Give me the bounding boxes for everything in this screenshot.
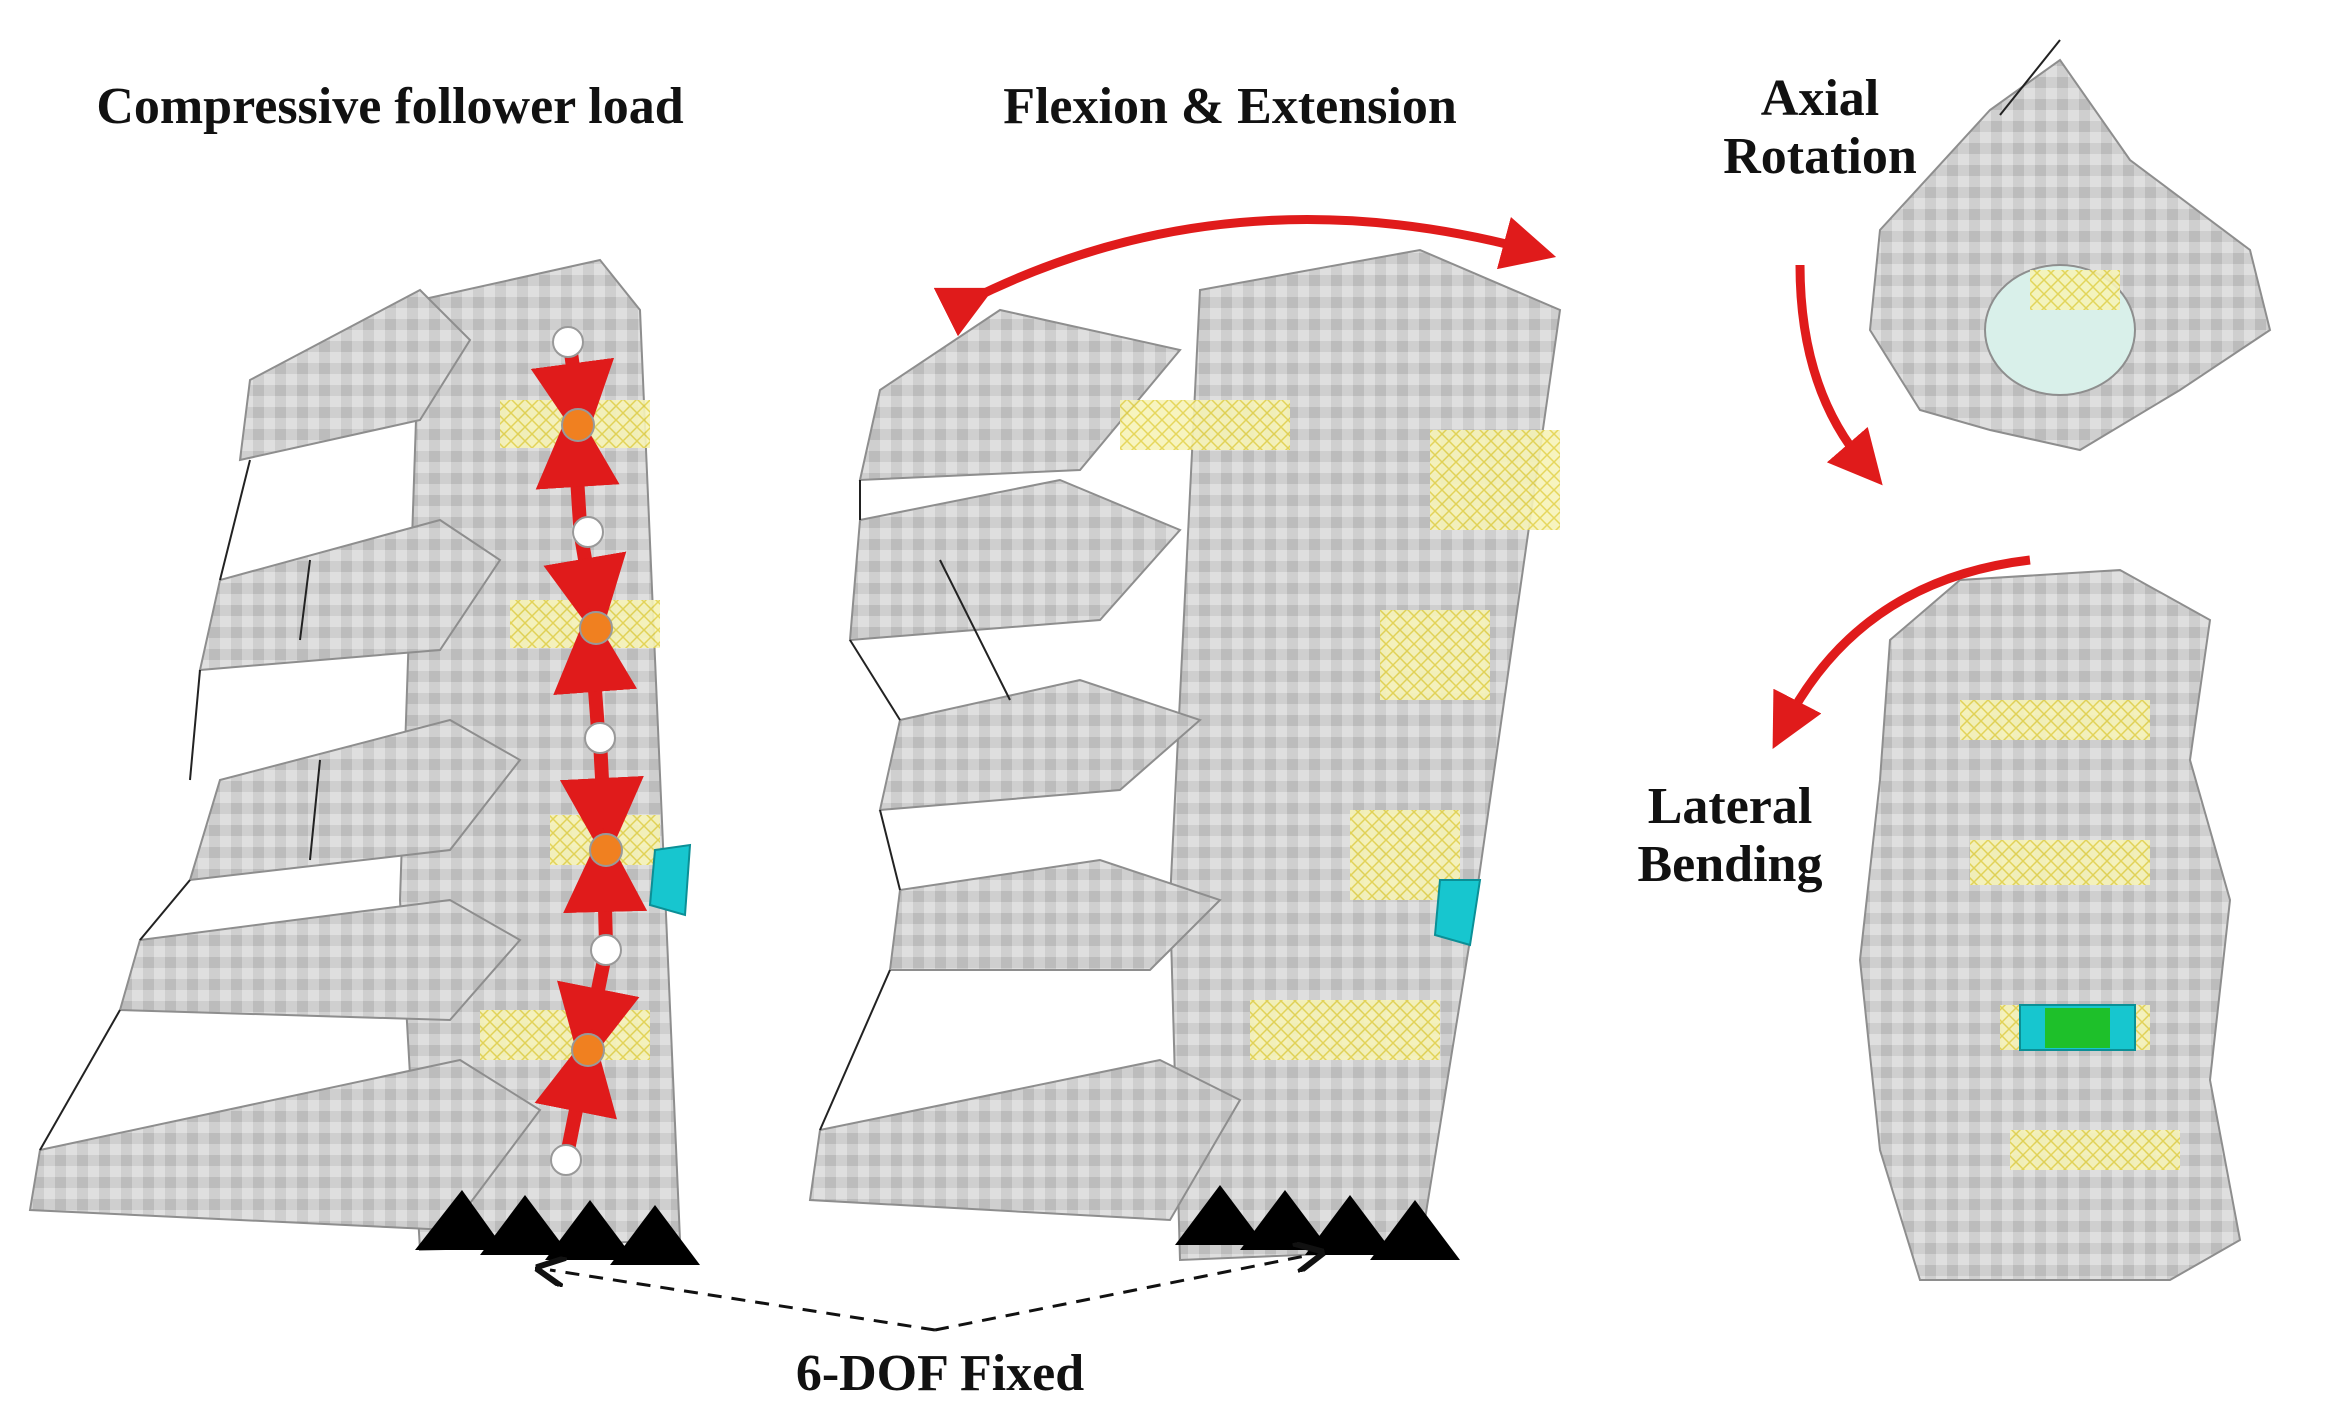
coronal-view-model bbox=[1772, 555, 2242, 1281]
six-dof-fixed-label: 6-DOF Fixed bbox=[795, 1345, 1085, 1402]
cervical-spine-front bbox=[1858, 568, 2242, 1281]
cage-implant bbox=[648, 843, 692, 917]
spinous-process-2-c2 bbox=[858, 308, 1182, 482]
sagittal-flexion-extension-model bbox=[808, 215, 1562, 1262]
follower-load-arrows bbox=[530, 338, 648, 1167]
ligament-lines bbox=[39, 459, 321, 1151]
spinous-process-c4 bbox=[188, 718, 522, 882]
disc-4 bbox=[480, 1010, 650, 1060]
spinous-process-c3 bbox=[198, 518, 502, 672]
spinous-process-2-c5 bbox=[888, 858, 1222, 971]
flexion-extension-title: Flexion & Extension bbox=[1003, 78, 1457, 135]
disc-2-3 bbox=[1380, 610, 1490, 700]
lateral-bending-arrow bbox=[1772, 555, 2031, 749]
sagittal-follower-load-model bbox=[28, 258, 700, 1265]
spinous-process-2-c3 bbox=[848, 478, 1182, 642]
axial-view-model bbox=[1795, 39, 2272, 486]
vertebra-top-view bbox=[1868, 58, 2272, 452]
axial-rotation-title: Axial Rotation bbox=[1680, 70, 1960, 186]
axial-rotation-arrow bbox=[1795, 264, 1883, 486]
axial-rotation-line2: Rotation bbox=[1723, 128, 1917, 186]
axial-ligament-line bbox=[1999, 39, 2061, 116]
compressive-follower-load-title: Compressive follower load bbox=[96, 78, 684, 135]
coronal-disc-4 bbox=[2010, 1130, 2180, 1170]
load-nodes bbox=[550, 326, 623, 1176]
lateral-bending-line2: Bending bbox=[1637, 836, 1823, 894]
lateral-bending-title: Lateral Bending bbox=[1600, 778, 1860, 894]
lateral-bending-line1: Lateral bbox=[1647, 778, 1813, 835]
ligament-lines-2 bbox=[819, 480, 1011, 1131]
flexion-extension-arrow bbox=[933, 215, 1557, 337]
spinous-process-c2 bbox=[238, 288, 472, 462]
coronal-implant-green bbox=[2045, 1008, 2110, 1048]
axial-disc bbox=[2030, 270, 2120, 310]
fixed-support-triangles-left bbox=[415, 1190, 700, 1265]
six-dof-pointer bbox=[550, 1255, 1310, 1332]
cage-implant-2 bbox=[1433, 879, 1482, 947]
spinous-process-2-c4 bbox=[878, 678, 1202, 812]
coronal-disc-2 bbox=[1970, 840, 2150, 885]
disc-2-1 bbox=[1120, 400, 1290, 450]
spinous-process-2-c6 bbox=[808, 1058, 1242, 1222]
spinous-process-c5 bbox=[118, 898, 522, 1022]
axial-rotation-line1: Axial bbox=[1760, 70, 1880, 127]
disc-2-2 bbox=[1430, 430, 1560, 530]
disc-2-5 bbox=[1250, 1000, 1440, 1060]
coronal-disc-1 bbox=[1960, 700, 2150, 740]
fixed-support-triangles-right bbox=[1175, 1185, 1460, 1260]
spinous-process-c6 bbox=[28, 1058, 542, 1232]
